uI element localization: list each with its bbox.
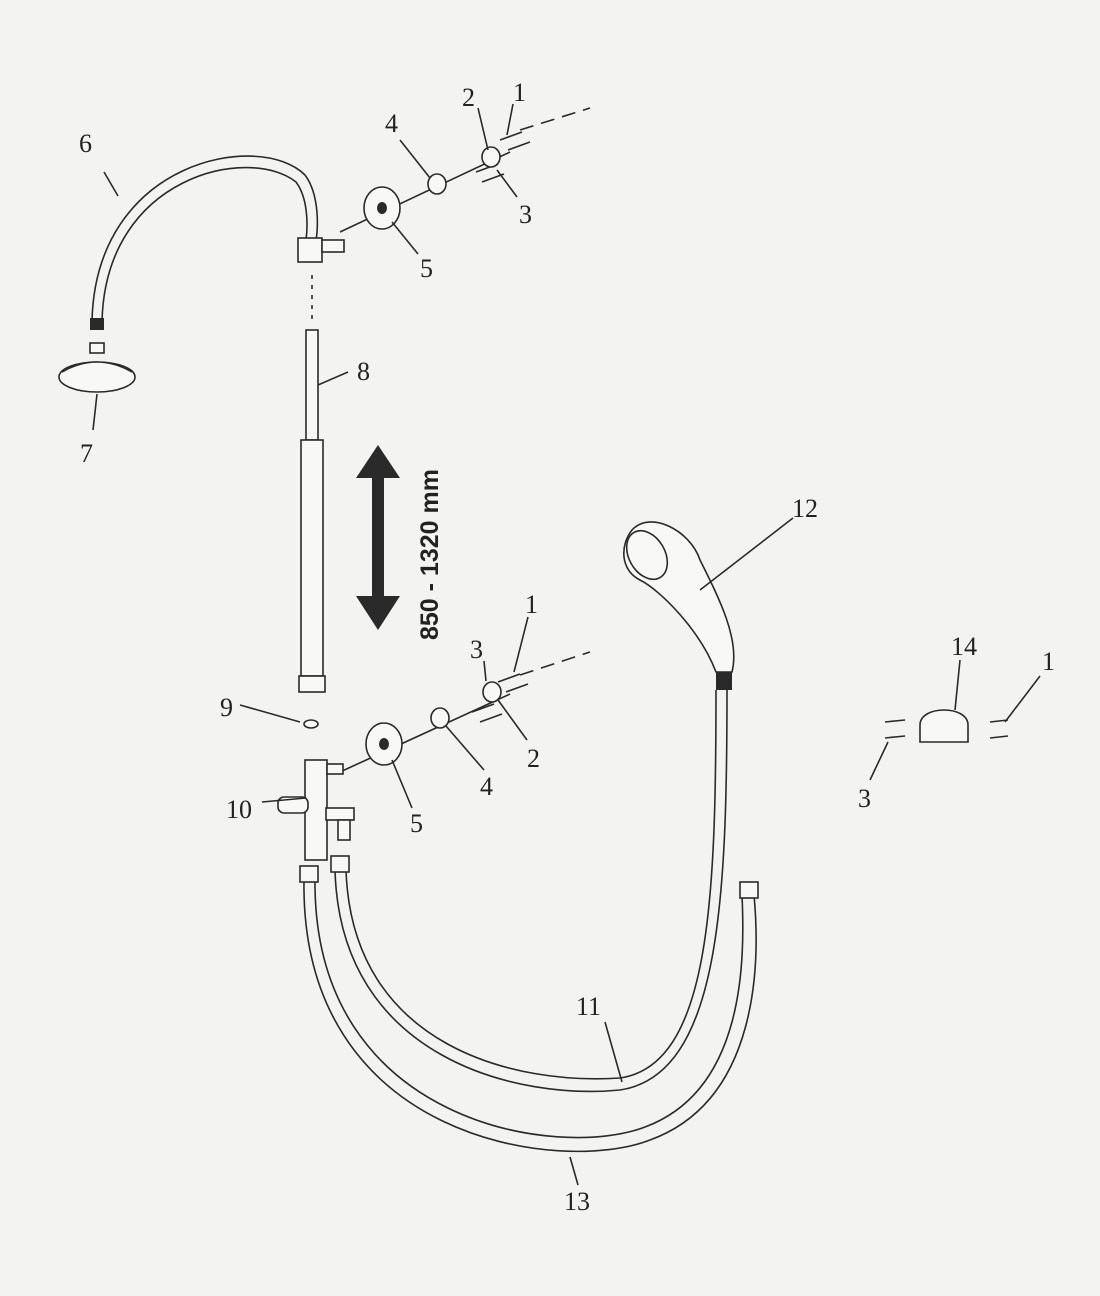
callout-4-upper: 4 bbox=[385, 109, 398, 138]
leader-lines bbox=[92, 103, 1041, 1186]
callout-3-holder: 3 bbox=[858, 784, 871, 813]
callout-1-upper: 1 bbox=[513, 78, 526, 107]
lower-wall-mount bbox=[303, 651, 591, 773]
hand-shower-holder-part-14 bbox=[884, 709, 1009, 743]
height-dimension-arrow bbox=[356, 445, 400, 630]
callout-4-lower: 4 bbox=[480, 772, 493, 801]
callout-14: 14 bbox=[951, 632, 977, 661]
upper-wall-mount bbox=[339, 107, 591, 233]
callout-7: 7 bbox=[80, 439, 93, 468]
callout-3-upper: 3 bbox=[519, 200, 532, 229]
callout-6: 6 bbox=[79, 129, 92, 158]
callout-13: 13 bbox=[564, 1187, 590, 1216]
callout-1-lower: 1 bbox=[525, 590, 538, 619]
riser-rail-part-8 bbox=[298, 275, 326, 693]
dimension-label: 850 - 1320 mm bbox=[416, 469, 444, 640]
hand-shower-part-12 bbox=[623, 521, 735, 690]
callout-10: 10 bbox=[226, 795, 252, 824]
callout-11: 11 bbox=[576, 992, 601, 1021]
washer-part-4 bbox=[427, 173, 447, 195]
callout-1-holder: 1 bbox=[1042, 647, 1055, 676]
hose-part-13 bbox=[299, 865, 759, 1153]
callout-8: 8 bbox=[357, 357, 370, 386]
callout-12: 12 bbox=[792, 494, 818, 523]
seal-part-9 bbox=[303, 719, 319, 729]
callout-5-upper: 5 bbox=[420, 254, 433, 283]
shower-arm-part-6 bbox=[90, 155, 345, 330]
mixer-part-10 bbox=[277, 759, 355, 861]
callout-5-lower: 5 bbox=[410, 809, 423, 838]
shower-head-part-7 bbox=[58, 342, 136, 393]
nut-part-2 bbox=[481, 146, 501, 168]
callout-2-upper: 2 bbox=[462, 83, 475, 112]
callout-3-lower: 3 bbox=[470, 635, 483, 664]
hose-part-11 bbox=[330, 689, 728, 1093]
callout-9: 9 bbox=[220, 693, 233, 722]
callout-2-lower: 2 bbox=[527, 744, 540, 773]
